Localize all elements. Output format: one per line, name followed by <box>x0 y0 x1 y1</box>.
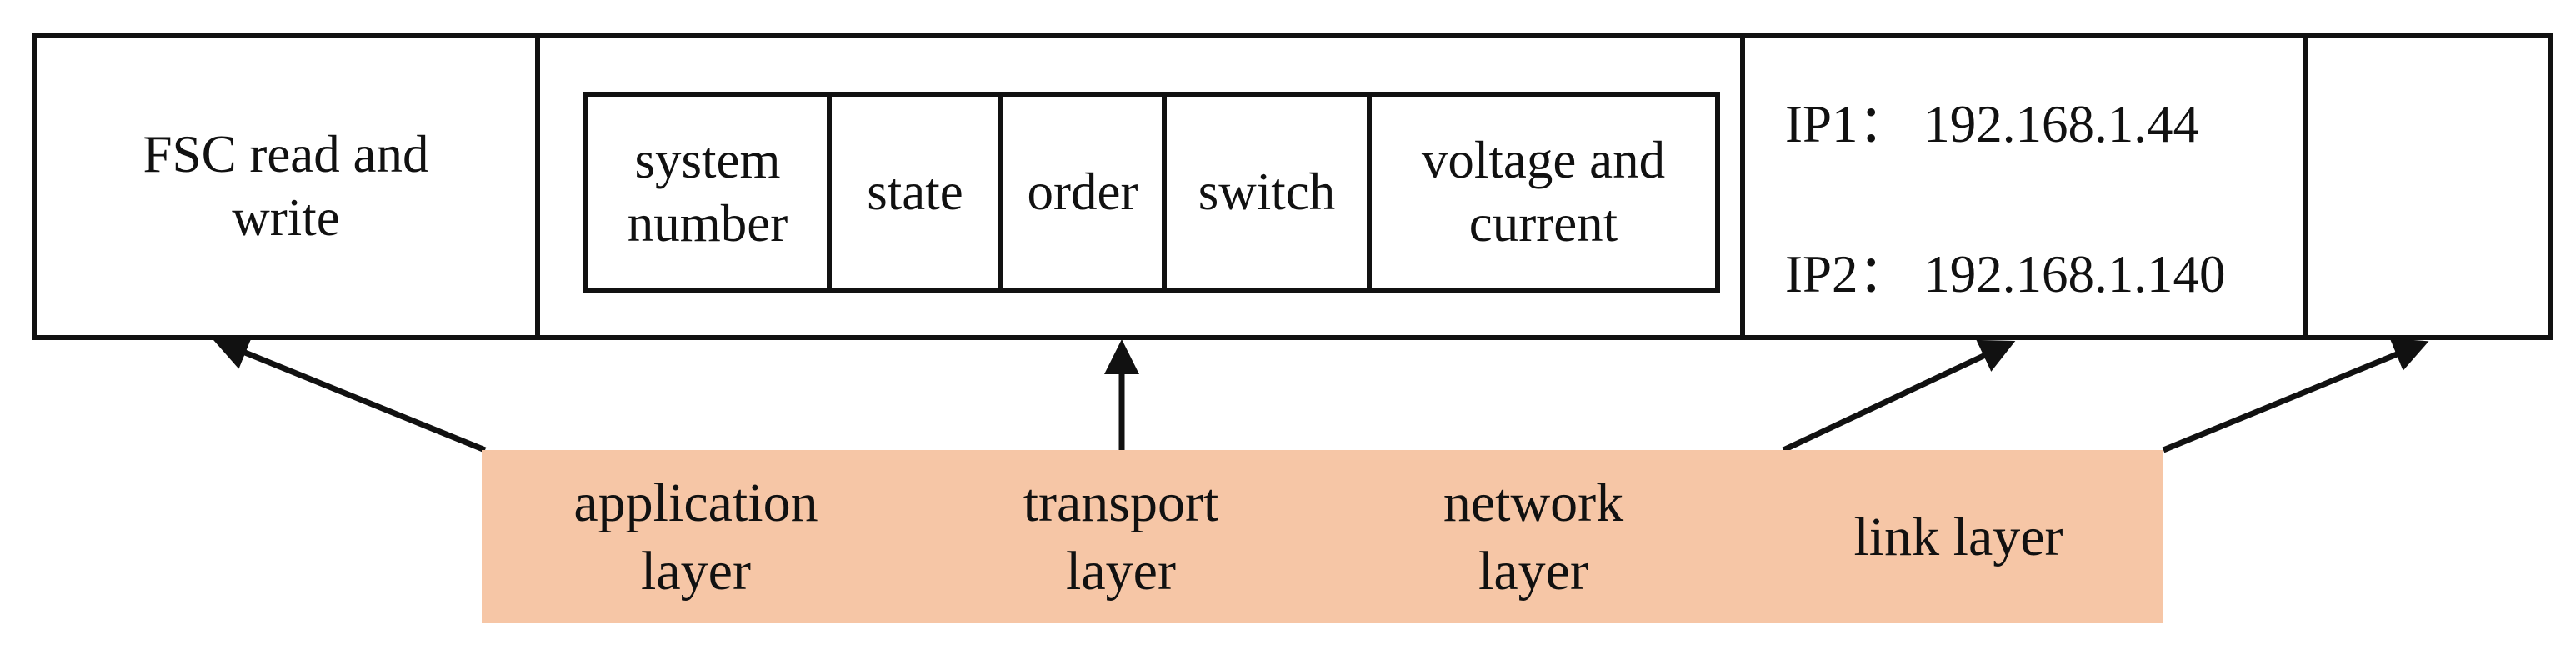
packet-frame <box>32 33 2553 340</box>
divider-network-link <box>2303 33 2308 340</box>
layer-application: application layer <box>573 472 818 602</box>
field-order: order <box>1027 162 1138 222</box>
application-segment-label: FSC read and write <box>143 125 429 247</box>
application-segment: FSC read and write <box>37 38 535 335</box>
arrow-network <box>1782 339 2016 453</box>
arrow-application <box>213 336 487 453</box>
ip1-address: IP1： 192.168.1.44 <box>1785 95 2200 153</box>
field-switch: switch <box>1198 162 1336 222</box>
arrow-link <box>2162 338 2429 453</box>
field-divider-3 <box>1162 92 1167 293</box>
field-divider-4 <box>1367 92 1372 293</box>
field-system-number: system number <box>627 131 788 252</box>
transport-fields-table <box>583 92 1720 293</box>
field-voltage-and-current: voltage and current <box>1421 131 1666 252</box>
field-state: state <box>867 162 963 222</box>
field-divider-1 <box>827 92 832 293</box>
field-divider-2 <box>998 92 1003 293</box>
divider-application-transport <box>535 33 540 340</box>
layer-link: link layer <box>1853 506 2063 568</box>
ip2-address: IP2： 192.168.1.140 <box>1785 245 2226 303</box>
divider-transport-network <box>1740 33 1745 340</box>
layer-band <box>482 450 2163 623</box>
layer-transport: transport layer <box>1023 472 1219 602</box>
layer-network: network layer <box>1443 472 1624 602</box>
